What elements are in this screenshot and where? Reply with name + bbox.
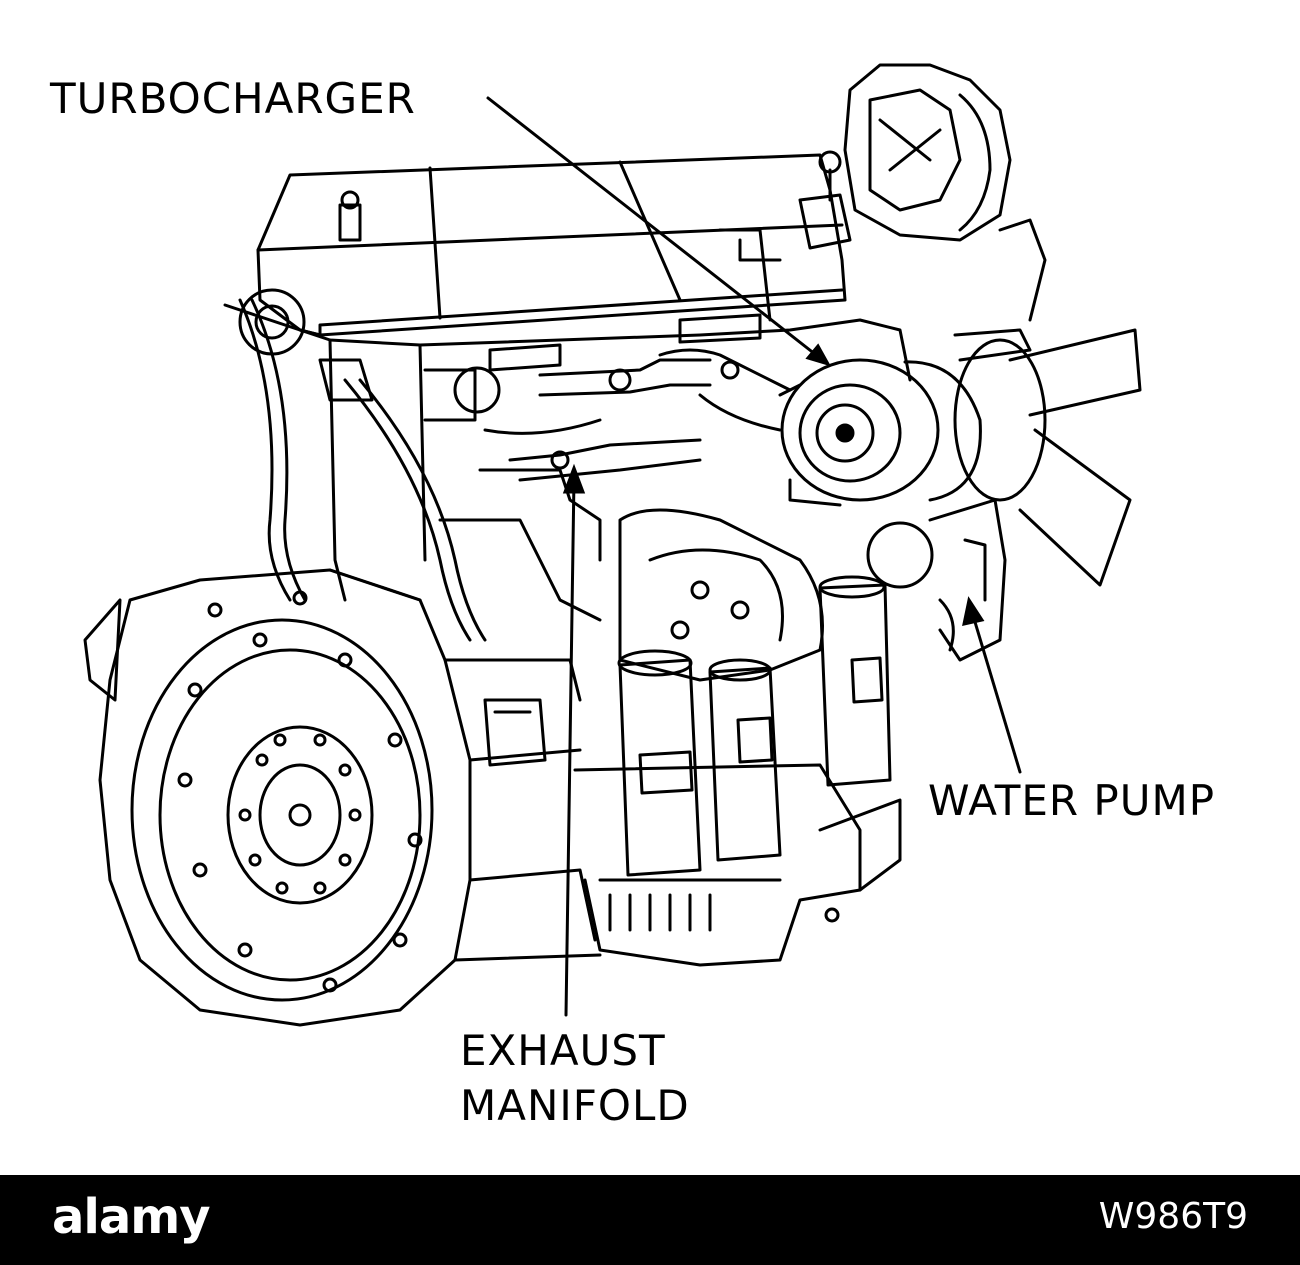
flywheel	[130, 618, 434, 1002]
exhaust-manifold-label-line1: EXHAUST	[460, 1026, 666, 1075]
exhaust-manifold-leader	[564, 476, 576, 1017]
turbocharger-label: TURBOCHARGER	[50, 74, 416, 123]
turbocharger-leader	[486, 96, 822, 360]
flywheel-housing	[83, 568, 602, 1027]
exhaust-manifold-arrowhead	[562, 463, 586, 494]
stock-image-id: W986T9	[1098, 1196, 1248, 1237]
turbocharger	[778, 358, 982, 507]
water-pump-leader	[970, 610, 1022, 774]
front-housing	[618, 508, 824, 682]
leader-lines	[486, 96, 1022, 1017]
water-pump-label: WATER PUMP	[928, 776, 1216, 825]
flywheel-bolts	[177, 632, 423, 993]
hoses	[238, 298, 487, 642]
exhaust-pipes	[483, 348, 792, 482]
oil-filters	[617, 575, 892, 877]
fan	[953, 218, 1142, 587]
engine-block	[223, 228, 912, 622]
water-pump	[866, 498, 1007, 662]
oil-pan	[573, 763, 902, 967]
brand-logo: alamy	[52, 1189, 211, 1245]
water-pump-arrowhead	[962, 596, 985, 626]
watermark-footer: alamy W986T9	[0, 1175, 1300, 1265]
engine-drawing	[83, 63, 1142, 1027]
top-accessories	[798, 63, 1012, 250]
exhaust-manifold-label-line2: MANIFOLD	[460, 1081, 690, 1130]
engine-diagram: TURBOCHARGER WATER PUMP EXHAUST MANIFOLD	[50, 63, 1216, 1130]
turbocharger-arrowhead	[805, 343, 832, 367]
